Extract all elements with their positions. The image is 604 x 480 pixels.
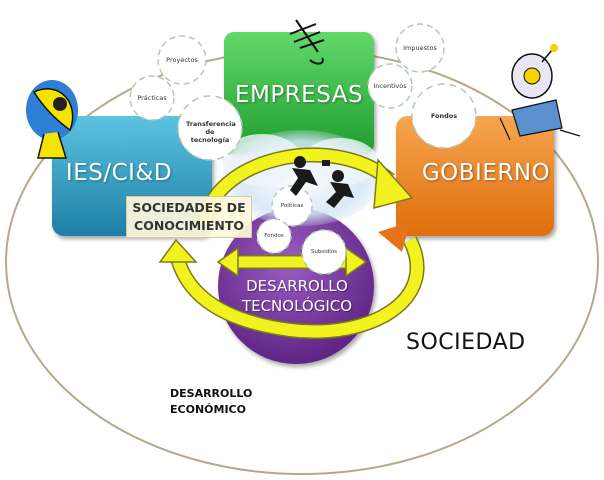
gear-politicas-label: Políticas [280, 203, 304, 209]
gear-impuestos-label: Impuestos [403, 44, 437, 52]
business-people-icon [290, 156, 354, 208]
gears-gobierno [367, 23, 477, 149]
empresas-box [224, 32, 374, 154]
satellite-dish-icon [26, 80, 78, 159]
sociedad-label: SOCIEDAD [406, 330, 526, 355]
economico-line1: DESARROLLO [170, 387, 253, 400]
gear-fondos-center-label: Fondos [264, 233, 284, 239]
sociedades-line2: CONOCIMIENTO [134, 218, 244, 233]
gear-subsidios-label: Subsidios [310, 249, 338, 255]
gobierno-arrowhead [378, 222, 410, 252]
arrowhead-left [216, 246, 239, 278]
gear-proyectos-label: Proyectos [166, 56, 198, 64]
arrowhead-top [373, 158, 414, 209]
gear-practicas-label: Prácticas [137, 94, 167, 102]
economico-line2: ECONÓMICO [170, 403, 246, 416]
gear-transferencia-label: Transferencia de tecnología [186, 120, 236, 144]
gear-incentivos-label: Incentivos [373, 82, 407, 90]
arrowhead-right [345, 246, 368, 278]
gobierno-label: GOBIERNO [421, 160, 551, 186]
sociedades-tag: SOCIEDADES DE CONOCIMIENTO [126, 196, 252, 238]
antenna-icon [289, 19, 325, 65]
desarrollo-line2: TECNOLÓGICO [241, 297, 353, 315]
desarrollo-tecnologico-label: DESARROLLO TECNOLÓGICO [224, 276, 370, 316]
ies-label: IES/CI&D [65, 160, 173, 186]
desarrollo-economico-label: DESARROLLO ECONÓMICO [170, 386, 253, 418]
desarrollo-line1: DESARROLLO [246, 277, 348, 295]
gears-center [256, 185, 347, 275]
empresas-label: EMPRESAS [234, 82, 364, 108]
sociedades-line1: SOCIEDADES DE [132, 200, 246, 215]
gears-ies [129, 35, 243, 161]
robot-satellite-icon [499, 44, 581, 141]
arrowhead-bottom [158, 238, 198, 263]
gear-fondos-label: Fondos [430, 112, 458, 120]
